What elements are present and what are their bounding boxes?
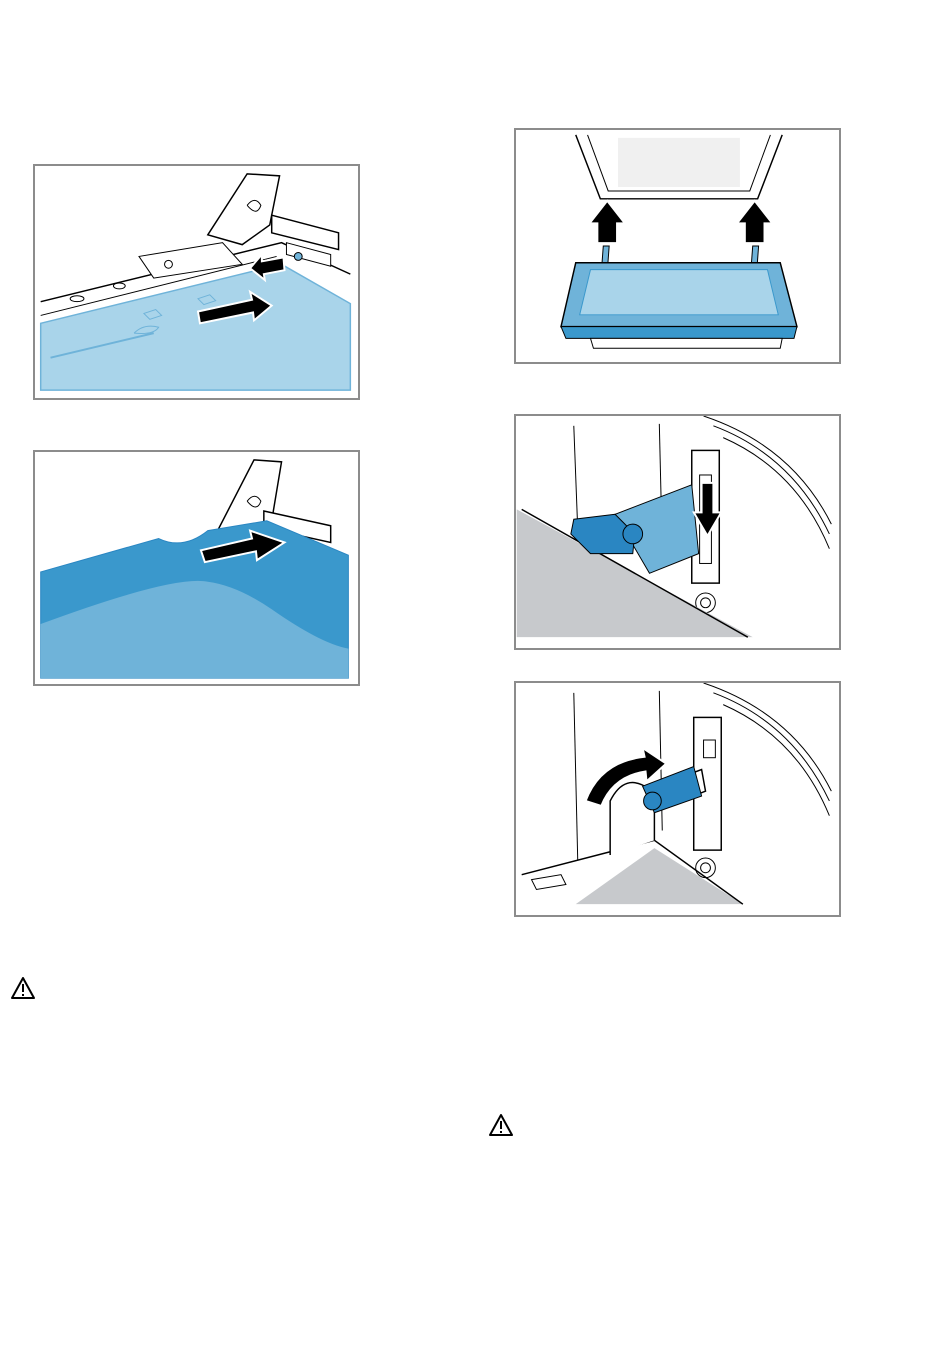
warning-triangle-icon — [488, 1113, 514, 1137]
hinge-lever-raised-illustration — [516, 683, 839, 915]
figure-glass-clip-slide — [33, 164, 360, 400]
door-lift-onto-hinges-illustration — [516, 130, 839, 362]
warning-triangle-icon — [10, 976, 36, 1000]
glass-pane-clip-slide-illustration — [35, 166, 358, 398]
glass-pane-push-in-illustration — [35, 452, 358, 684]
figure-door-lift-onto-hinges — [514, 128, 841, 364]
figure-hinge-lever-lowered — [514, 414, 841, 650]
hinge-lever-lowered-illustration — [516, 416, 839, 648]
figure-hinge-lever-raised — [514, 681, 841, 917]
figure-glass-push-in — [33, 450, 360, 686]
